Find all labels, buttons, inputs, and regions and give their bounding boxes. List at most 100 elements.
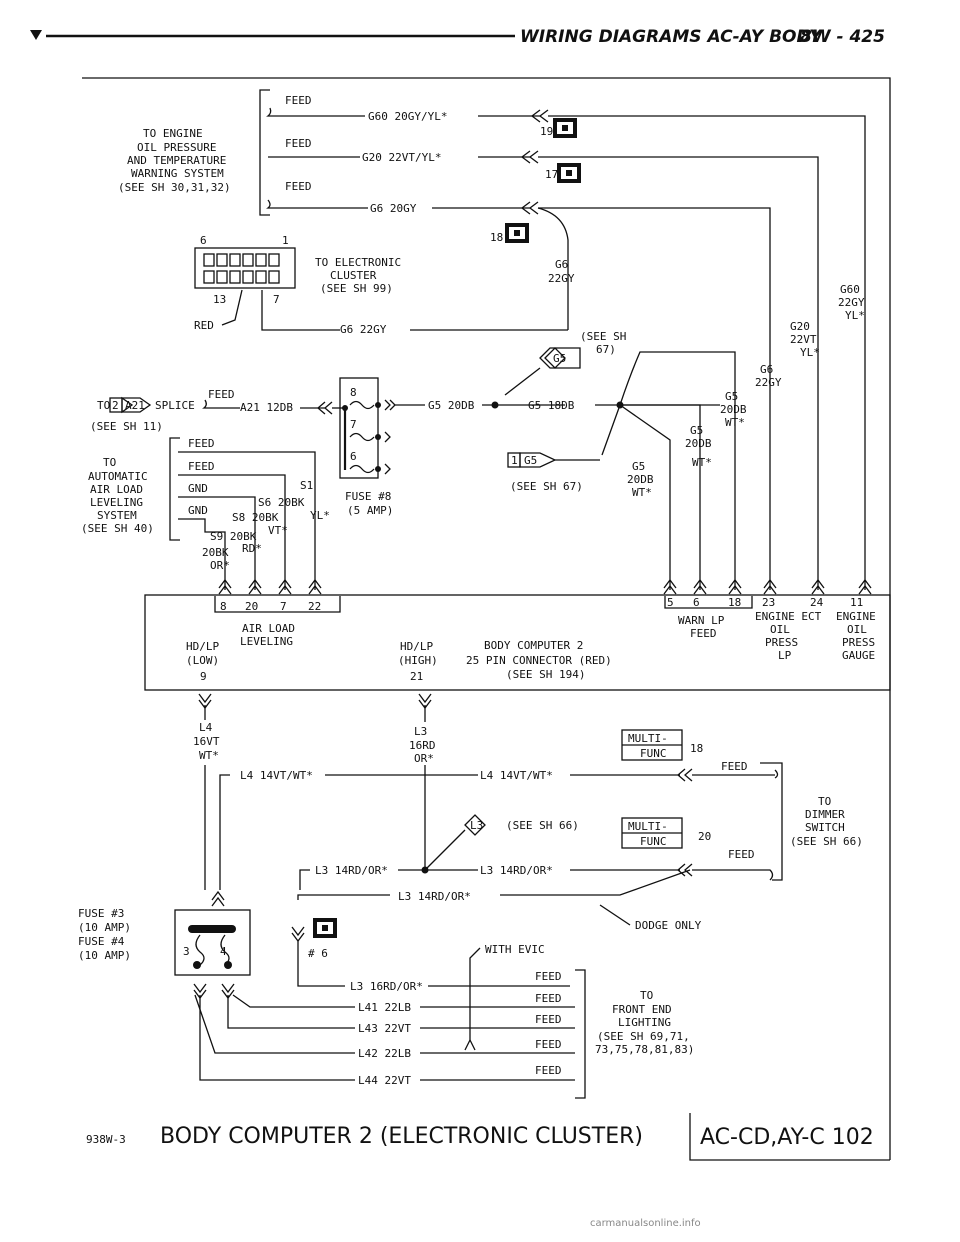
pin-label: 6 <box>200 234 207 247</box>
leveling-line: AUTOMATIC <box>88 470 148 483</box>
cluster-line: CLUSTER <box>330 269 377 282</box>
wire-l3-color: OR* <box>414 752 434 765</box>
wire-label: 20DB <box>627 473 654 486</box>
fuse-3-label: FUSE #3 <box>78 907 124 920</box>
wire-label: 22VT <box>790 333 817 346</box>
connector-19: 19 <box>540 125 553 138</box>
s6-color: YL* <box>310 509 330 522</box>
pin-label: 1 <box>282 234 289 247</box>
gnd-label: GND <box>188 504 208 517</box>
wire-label: WT* <box>692 456 712 469</box>
s8-color: VT* <box>268 524 288 537</box>
air-load-label: AIR LOAD <box>242 622 295 635</box>
cluster-line: (SEE SH 99) <box>320 282 393 295</box>
feed-label: FEED <box>188 437 215 450</box>
multi-func-2: FUNC <box>640 835 667 848</box>
body-computer-connector: 25 PIN CONNECTOR (RED) <box>466 654 612 667</box>
wire-label: 20DB <box>685 437 712 450</box>
computer-pin: 20 <box>245 600 258 613</box>
wire-label: G6 <box>760 363 773 376</box>
wire-g6: G6 20GY <box>370 202 417 215</box>
wire-label: 22GY <box>755 376 782 389</box>
feed-label: FEED <box>535 970 562 983</box>
computer-top-connectors <box>218 579 872 595</box>
see-sh-67: 67) <box>596 343 616 356</box>
splice-id: A21 <box>125 399 145 412</box>
body-computer-2: 8 20 7 22 5 6 18 23 24 11 AIR LOAD LEVEL… <box>144 594 891 691</box>
pin-label: 6 <box>350 450 357 463</box>
wire-label: G20 <box>790 320 810 333</box>
engine-oil-4: GAUGE <box>842 649 875 662</box>
hdlp-low-pin: 9 <box>200 670 207 683</box>
connector-block-icon <box>553 118 577 138</box>
wire-l4-gauge: 16VT <box>193 735 220 748</box>
wire-l4-14: L4 14VT/WT* <box>480 769 553 782</box>
leveling-line: LEVELING <box>90 496 143 509</box>
s8-label: S8 20BK <box>232 511 279 524</box>
oil-system-line: TO ENGINE <box>143 127 203 140</box>
engine-ect-2: OIL <box>770 623 790 636</box>
g5-wiring: G5 18DB (SEE SH 67) G5 1 G5 (SEE SH 67) … <box>504 283 865 590</box>
feed-label: FEED <box>535 1038 562 1051</box>
dimmer-line: SWITCH <box>805 821 845 834</box>
oil-system-line: WARNING SYSTEM <box>131 167 224 180</box>
cluster-pin-grid <box>203 253 280 284</box>
header-title: WIRING DIAGRAMS AC-AY BODY <box>520 27 823 47</box>
leveling-line: TO <box>103 456 116 469</box>
leveling-line: (SEE SH 40) <box>81 522 154 535</box>
s9-gauge: 20BK <box>202 546 229 559</box>
multi-func-pin: 18 <box>690 742 703 755</box>
wire-l4-color: WT* <box>199 749 219 762</box>
dodge-only: DODGE ONLY <box>635 919 702 932</box>
feed-label: FEED <box>535 992 562 1005</box>
connector-block-icon <box>505 223 529 243</box>
feed-label: FEED <box>188 460 215 473</box>
engine-ect: ENGINE ECT <box>755 610 822 623</box>
dimmer-line: TO <box>818 795 831 808</box>
air-load-leveling: TO AUTOMATIC AIR LOAD LEVELING SYSTEM (S… <box>81 437 330 590</box>
computer-pin: 11 <box>850 596 863 609</box>
s6-label: S6 20BK <box>258 496 305 509</box>
wire-label: G60 <box>840 283 860 296</box>
wire-l41: L41 22LB <box>358 1001 411 1014</box>
lower-wiring: L4 16VT WT* L3 16RD OR* L4 14VT/WT* L4 1… <box>78 693 863 1099</box>
gnd-label: GND <box>188 482 208 495</box>
wire-g5-18db: G5 18DB <box>528 399 575 412</box>
footer-title: BODY COMPUTER 2 (ELECTRONIC CLUSTER) <box>160 1124 643 1149</box>
wire-l43: L43 22VT <box>358 1022 411 1035</box>
pin-label: 8 <box>350 386 357 399</box>
footer-box: AC-CD,AY-C 102 <box>700 1125 874 1150</box>
wire-l3-14: L3 14RD/OR* <box>398 890 471 903</box>
pin-label: 7 <box>350 418 357 431</box>
splice-to: TO <box>97 399 110 412</box>
feed-label: FEED <box>535 1064 562 1077</box>
wire-label: 22GY <box>838 296 865 309</box>
wire-label: 20DB <box>720 403 747 416</box>
engine-ect-4: LP <box>778 649 792 662</box>
wire-label: WT* <box>725 416 745 429</box>
engine-oil-2: OIL <box>847 623 867 636</box>
leveling-line: SYSTEM <box>97 509 137 522</box>
splice-number: 2 <box>112 399 119 412</box>
feed-label: FEED <box>208 388 235 401</box>
computer-pin: 6 <box>693 596 700 609</box>
fuse-8: 8 7 6 FUSE #8 (5 AMP) G5 20DB <box>339 377 565 517</box>
body-computer-title: BODY COMPUTER 2 <box>484 639 583 652</box>
feed-label: FEED <box>285 94 312 107</box>
g5-marker2-num: 1 <box>511 454 518 467</box>
wire-label: YL* <box>800 346 820 359</box>
g6-label: G6 <box>555 258 568 271</box>
warn-lp: WARN LP <box>678 614 725 627</box>
fuse-8-amp: (5 AMP) <box>347 504 393 517</box>
leveling-line: AIR LOAD <box>90 483 143 496</box>
wire-l4: L4 <box>199 721 213 734</box>
multi-func-pin: 20 <box>698 830 711 843</box>
wire-l42: L42 22LB <box>358 1047 411 1060</box>
feed-label: FEED <box>285 137 312 150</box>
fuse-3-amp: (10 AMP) <box>78 921 131 934</box>
cluster-line: TO ELECTRONIC <box>315 256 401 269</box>
with-evic: WITH EVIC <box>485 943 545 956</box>
see-sh-66: (SEE SH 66) <box>506 819 579 832</box>
fuse-3-pin: 3 <box>183 945 190 958</box>
header-triangle-icon <box>30 30 42 40</box>
